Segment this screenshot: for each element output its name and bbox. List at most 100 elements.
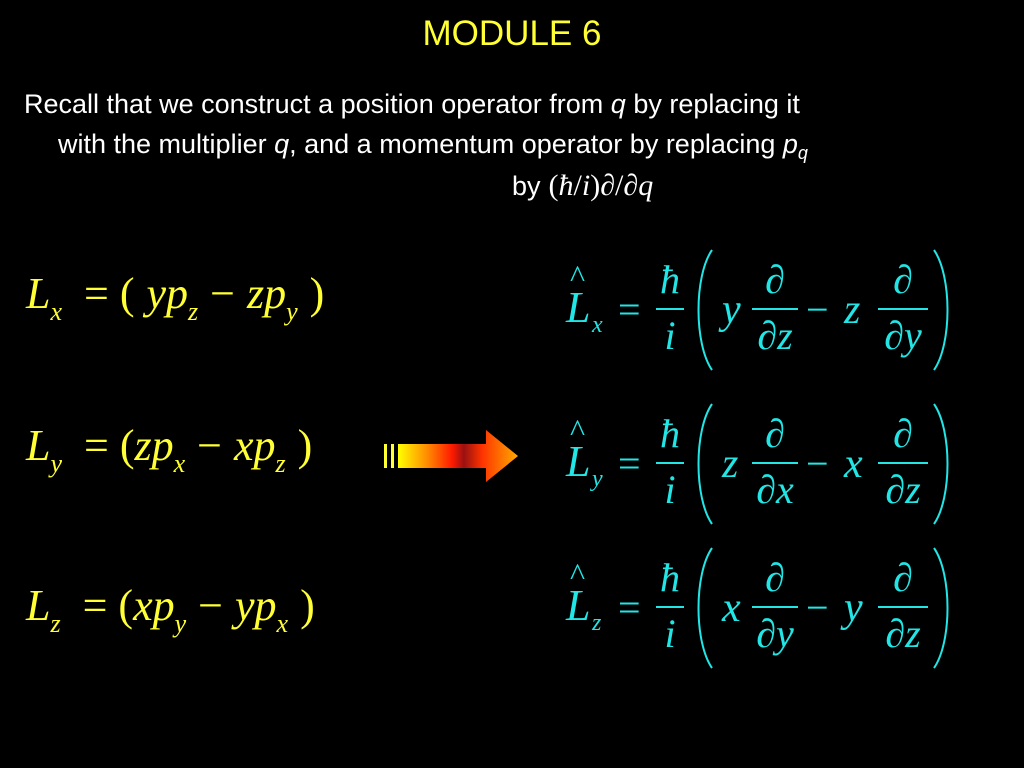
minus-sign: − — [806, 287, 829, 332]
classical-equation-lz: Lz= (xpy−ypx) — [26, 578, 315, 652]
equals-sign: = — [618, 441, 641, 486]
math-symbol: / — [573, 169, 582, 202]
intro-variable-q: q — [610, 89, 626, 119]
eq-symbol: = ( — [84, 269, 135, 318]
eq-symbol: x — [234, 421, 254, 470]
eq-symbol: ) — [297, 421, 313, 470]
fraction-denominator: i — [664, 611, 676, 656]
fraction-denominator: i — [664, 467, 676, 512]
fraction-numerator: ∂ — [765, 411, 785, 456]
intro-line-1: Recall that we construct a position oper… — [24, 84, 800, 124]
partial-derivative-fraction: ∂ ∂z — [752, 258, 798, 358]
eq-subscript: z — [188, 297, 199, 326]
hbar-over-i-fraction: ħ i — [656, 412, 684, 512]
eq-symbol: − — [210, 269, 235, 318]
right-paren-icon — [933, 547, 949, 669]
eq-symbol: z — [134, 421, 152, 470]
right-arrow-icon — [384, 430, 518, 482]
operator-symbol: L — [566, 412, 590, 487]
operator-equation-lx: L x = ħ i y ∂ ∂z − z ∂ ∂y — [560, 246, 960, 376]
variable: z — [722, 441, 739, 487]
eq-symbol: p — [253, 421, 276, 470]
eq-symbol: z — [246, 269, 265, 318]
math-symbol: ∂q — [623, 169, 654, 202]
eq-subscript: z — [50, 609, 61, 638]
eq-symbol: p — [264, 269, 287, 318]
math-symbol: i — [581, 169, 591, 202]
eq-symbol: p — [152, 581, 175, 630]
variable: y — [722, 287, 741, 333]
fraction-denominator: ∂z — [757, 313, 793, 358]
partial-derivative-fraction: ∂ ∂x — [752, 412, 798, 512]
eq-subscript: y — [174, 609, 187, 638]
intro-line-2: with the multiplier q , and a momentum op… — [58, 124, 808, 173]
math-symbol: ∂ — [600, 169, 616, 202]
partial-derivative-fraction: ∂ ∂y — [752, 556, 798, 656]
eq-symbol: y — [234, 581, 255, 630]
intro-text: , and a momentum operator by replacing — [289, 129, 783, 159]
operator-symbol: L — [566, 258, 590, 333]
fraction-numerator: ∂ — [893, 411, 913, 456]
intro-text: Recall that we construct a position oper… — [24, 89, 611, 119]
operator-subscript: y — [592, 466, 603, 492]
eq-subscript: x — [50, 297, 63, 326]
momentum-operator-expression: (ħ/i)∂/∂q — [549, 169, 654, 202]
fraction-numerator: ∂ — [765, 257, 785, 302]
eq-subscript: x — [173, 449, 186, 478]
partial-derivative-fraction: ∂ ∂y — [878, 258, 928, 358]
left-paren-icon — [697, 249, 713, 371]
classical-equation-ly: Ly= (zpx−xpz) — [26, 418, 312, 492]
eq-subscript: y — [286, 297, 298, 326]
intro-text: by — [512, 171, 541, 201]
fraction-denominator: ∂z — [885, 611, 921, 656]
operator-symbol: L — [566, 556, 590, 631]
fraction-denominator: ∂x — [756, 467, 794, 512]
eq-symbol: ) — [309, 269, 325, 318]
fraction-numerator: ħ — [660, 411, 680, 456]
intro-subscript-q: q — [797, 143, 808, 163]
eq-symbol: L — [26, 269, 51, 318]
classical-equation-lx: Lx= (ypz−zpy) — [26, 266, 324, 340]
eq-symbol: p — [166, 269, 189, 318]
variable: x — [844, 441, 863, 487]
fraction-numerator: ħ — [660, 257, 680, 302]
eq-subscript: z — [275, 449, 286, 478]
eq-symbol: p — [151, 421, 174, 470]
eq-symbol: p — [254, 581, 277, 630]
math-symbol: ħ — [558, 169, 574, 202]
eq-subscript: y — [50, 449, 63, 478]
operator-equation-lz: L z = ħ i x ∂ ∂y − y ∂ ∂z — [560, 544, 960, 674]
fraction-numerator: ∂ — [893, 257, 913, 302]
eq-symbol: L — [26, 421, 51, 470]
minus-sign: − — [806, 585, 829, 630]
operator-subscript: z — [592, 610, 602, 636]
eq-symbol: = ( — [82, 581, 134, 630]
eq-symbol: L — [26, 581, 51, 630]
eq-symbol: y — [146, 269, 167, 318]
fraction-numerator: ∂ — [893, 555, 913, 600]
partial-derivative-fraction: ∂ ∂z — [878, 556, 928, 656]
equals-sign: = — [618, 585, 641, 630]
math-symbol: ) — [590, 169, 601, 202]
eq-symbol: − — [197, 421, 222, 470]
variable: y — [844, 585, 863, 631]
operator-subscript: x — [592, 312, 603, 338]
fraction-denominator: ∂z — [885, 467, 921, 512]
left-paren-icon — [697, 547, 713, 669]
variable: z — [844, 287, 861, 333]
right-paren-icon — [933, 403, 949, 525]
fraction-denominator: i — [664, 313, 676, 358]
fraction-numerator: ∂ — [765, 555, 785, 600]
math-symbol: ( — [548, 169, 559, 202]
eq-symbol: x — [133, 581, 153, 630]
operator-equation-ly: L y = ħ i z ∂ ∂x − x ∂ ∂z — [560, 400, 960, 530]
hbar-over-i-fraction: ħ i — [656, 258, 684, 358]
fraction-numerator: ħ — [660, 555, 680, 600]
math-symbol: / — [615, 169, 624, 202]
slide-title: MODULE 6 — [422, 14, 602, 53]
equals-sign: = — [618, 287, 641, 332]
fraction-denominator: ∂y — [756, 611, 794, 656]
partial-derivative-fraction: ∂ ∂z — [878, 412, 928, 512]
intro-text: with the multiplier — [58, 129, 275, 159]
intro-text: by replacing it — [625, 89, 800, 119]
